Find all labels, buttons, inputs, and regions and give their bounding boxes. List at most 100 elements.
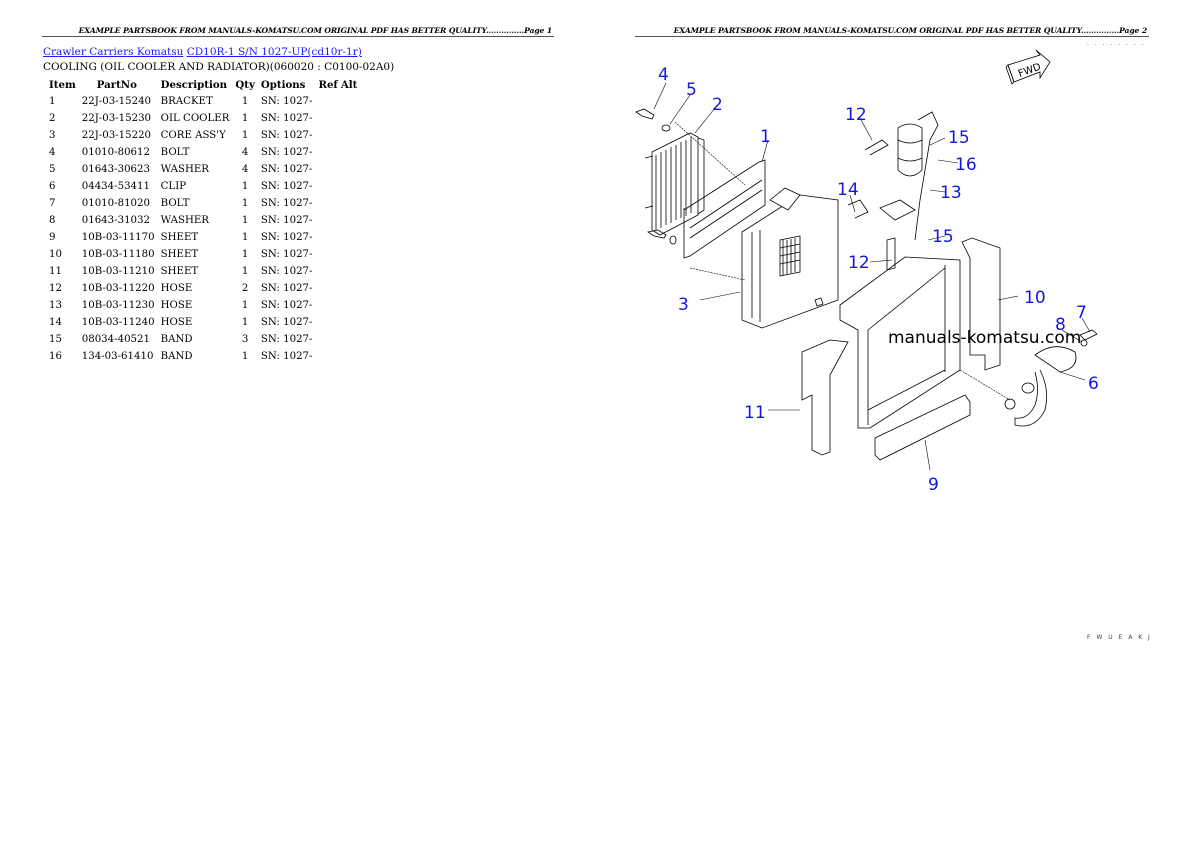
cell-qty: 1 [241,232,249,243]
cell-description: HOSE [160,317,193,328]
callout-9: 9 [928,475,939,495]
cell-options: SN: 1027- [260,351,313,362]
cell-ref [315,161,340,178]
cell-ref [315,212,340,229]
callout-12-bottom: 12 [848,253,870,273]
callout-10: 10 [1024,288,1046,308]
callout-5: 5 [686,80,697,100]
cell-alt [341,297,360,314]
callout-7: 7 [1076,303,1087,323]
cell-ref [315,195,340,212]
cell-options: SN: 1027- [260,249,313,260]
callout-11: 11 [744,403,766,423]
cell-qty: 1 [241,300,249,311]
cell-partno: 01010-80612 [81,147,150,158]
cell-description: BOLT [160,198,190,209]
cell-alt [341,110,360,127]
cell-partno: 10B-03-11170 [81,232,155,243]
cell-item: 1 [49,96,56,107]
cell-description: WASHER [160,215,209,226]
cell-description: BRACKET [160,96,213,107]
receiver-drier-drawing [897,123,923,177]
page-2: EXAMPLE PARTSBOOK FROM MANUALS-KOMATSU.C… [595,0,1190,842]
oil-cooler-drawing [644,132,705,236]
cell-item: 15 [49,334,62,345]
table-header-row: Item PartNo Description Qty Options Ref … [46,76,360,93]
cell-alt [341,263,360,280]
cell-alt [341,212,360,229]
cell-qty: 1 [241,130,249,141]
cell-partno: 01643-30623 [81,164,150,175]
cell-options: SN: 1027- [260,317,313,328]
cell-item: 6 [49,181,56,192]
cell-item: 4 [49,147,56,158]
cell-options: SN: 1027- [260,164,313,175]
cell-ref [315,127,340,144]
cell-alt [341,280,360,297]
cell-options: SN: 1027- [260,181,313,192]
diagram-bottom-code: F W U E A K J [1087,634,1152,641]
cell-ref [315,93,340,110]
exploded-parts-diagram: 4 5 2 1 12 15 16 13 14 15 12 3 10 7 8 6 … [635,49,1099,495]
watermark: manuals-komatsu.com [888,328,1081,348]
cell-item: 7 [49,198,56,209]
cell-item: 8 [49,215,56,226]
cell-ref [315,331,340,348]
callout-4: 4 [658,65,669,85]
cell-item: 14 [49,317,62,328]
callout-15-top: 15 [948,128,970,148]
cell-partno: 04434-53411 [81,181,150,192]
cell-partno: 10B-03-11220 [81,283,155,294]
breadcrumb-link-category[interactable]: Crawler Carriers Komatsu [43,46,184,58]
callout-8: 8 [1055,315,1066,335]
cell-options: SN: 1027- [260,232,313,243]
callout-14: 14 [837,180,859,200]
cell-description: OIL COOLER [160,113,230,124]
cell-qty: 3 [241,334,249,345]
shroud-drawing [839,256,961,429]
breadcrumb-link-model[interactable]: CD10R-1 S/N 1027-UP(cd10r-1r) [186,46,362,58]
cell-description: CLIP [160,181,187,192]
cell-ref [315,229,340,246]
cell-alt [341,246,360,263]
cell-item: 5 [49,164,56,175]
cell-description: BAND [160,334,193,345]
callout-16: 16 [955,155,977,175]
fwd-arrow-icon [1005,49,1051,85]
cell-partno: 01643-31032 [81,215,150,226]
cell-qty: 1 [241,249,249,260]
cell-ref [315,246,340,263]
cell-ref [315,314,340,331]
cell-partno: 08034-40521 [81,334,150,345]
cell-ref [315,280,340,297]
cell-alt [341,178,360,195]
cell-qty: 1 [241,198,249,209]
col-alt: Alt [340,78,358,91]
callout-15-bottom: 15 [932,227,954,247]
cell-options: SN: 1027- [260,300,313,311]
cell-options: SN: 1027- [260,113,313,124]
col-options: Options [260,78,306,91]
cell-description: CORE ASS'Y [160,130,226,141]
cell-options: SN: 1027- [260,334,313,345]
col-ref: Ref [318,78,338,91]
cell-item: 13 [49,300,62,311]
callout-3: 3 [678,295,689,315]
table-row: 15 08034-40521 BAND 3 SN: 1027- [46,331,360,348]
cell-item: 16 [49,351,62,362]
callout-6: 6 [1088,374,1099,394]
header-divider [635,36,1149,37]
cell-alt [341,331,360,348]
callouts: 4 5 2 1 12 15 16 13 14 15 12 3 10 7 8 6 … [658,62,1099,495]
cell-item: 3 [49,130,56,141]
cell-item: 9 [49,232,56,243]
section-title: COOLING (OIL COOLER AND RADIATOR)(060020… [43,61,395,73]
